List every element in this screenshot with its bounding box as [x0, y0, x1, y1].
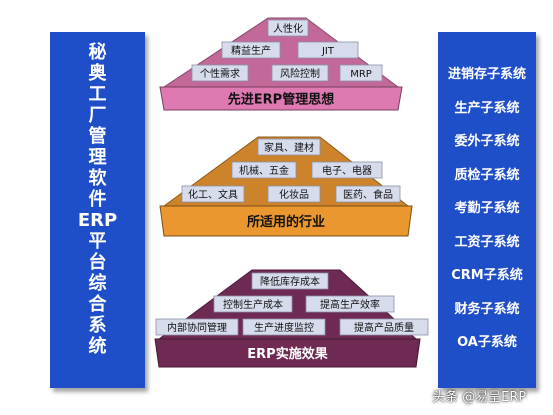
subsystem-panel: 进销存子系统生产子系统委外子系统质检子系统考勤子系统工资子系统 CRM子系统财务子… [438, 32, 536, 388]
label-box [297, 41, 359, 59]
title-char: 平 [88, 231, 107, 252]
pyramid-base-label: 所适用的行业 [247, 214, 325, 230]
label-box-text: 控制生产成本 [223, 298, 283, 311]
label-box [181, 185, 245, 203]
label-box [335, 185, 401, 203]
label-box-text: 电子、电器 [322, 164, 372, 177]
subsystem-item: 生产子系统 [454, 100, 520, 116]
title-char: 台 [88, 252, 107, 273]
title-char: 秘 [88, 42, 107, 63]
label-box [155, 318, 239, 336]
subsystem-item: OA子系统 [457, 335, 517, 350]
title-char: ERP [77, 210, 118, 231]
label-box-text: 机械、五金 [239, 164, 289, 177]
watermark: 头条 @易呈ERP [432, 390, 527, 405]
label-box [311, 161, 383, 179]
title-char: 综 [88, 273, 107, 294]
label-box-text: 风险控制 [280, 67, 320, 80]
subsystem-item: 进销存子系统 [447, 67, 526, 82]
label-box-text: 提高产品质量 [354, 321, 414, 334]
pyramid-base [159, 205, 413, 237]
label-box [213, 295, 293, 313]
title-char: 厂 [88, 105, 107, 126]
label-box [339, 318, 429, 336]
label-box-text: 生产进度监控 [254, 321, 314, 334]
label-box [257, 138, 321, 156]
pyramid-base [154, 338, 421, 368]
label-box-text: 提高生产效率 [320, 298, 380, 311]
title-char: 系 [88, 315, 107, 336]
label-box [221, 41, 281, 59]
label-box [305, 295, 395, 313]
label-box-text: 医药、食品 [343, 188, 393, 201]
subsystem-item: 财务子系统 [454, 301, 520, 317]
pyramid-base-label: ERP实施效果 [247, 346, 327, 362]
subsystem-item: 工资子系统 [454, 234, 520, 250]
subsystem-list: 进销存子系统生产子系统委外子系统质检子系统考勤子系统工资子系统 CRM子系统财务子… [438, 65, 536, 367]
label-box-text: 化妆品 [279, 188, 309, 201]
label-box [251, 272, 329, 290]
label-box [267, 19, 309, 37]
title-char: 理 [88, 147, 107, 168]
label-box-text: 内部协同管理 [167, 321, 227, 334]
label-box-text: 精益生产 [231, 44, 271, 57]
label-box-text: 个性需求 [200, 67, 240, 80]
title-char: 统 [88, 336, 107, 357]
label-box [339, 64, 383, 82]
label-box [191, 64, 249, 82]
label-box [242, 318, 326, 336]
title-char: 管 [88, 126, 107, 147]
label-box [267, 185, 321, 203]
title-char: 合 [88, 294, 107, 315]
title-char: 奥 [88, 63, 107, 84]
title-char: 软 [88, 168, 107, 189]
subsystem-item: 考勤子系统 [454, 201, 520, 216]
label-box-text: 家具、建材 [264, 141, 314, 154]
title-char: 件 [88, 189, 107, 210]
subsystem-item: CRM子系统 [451, 268, 523, 283]
pyramid-base-label: 先进ERP管理思想 [228, 92, 334, 108]
title-char: 工 [88, 84, 107, 105]
subsystem-item: 质检子系统 [454, 167, 520, 183]
label-box-text: 人性化 [273, 22, 303, 35]
label-box-text: 化工、文具 [188, 188, 238, 201]
label-box-text: MRP [350, 69, 372, 80]
label-box [231, 161, 297, 179]
subsystem-item: 委外子系统 [454, 134, 520, 149]
label-box-text: JIT [321, 46, 335, 57]
label-box-text: 降低库存成本 [260, 275, 320, 288]
label-box [271, 64, 329, 82]
pyramid-base [159, 86, 403, 111]
